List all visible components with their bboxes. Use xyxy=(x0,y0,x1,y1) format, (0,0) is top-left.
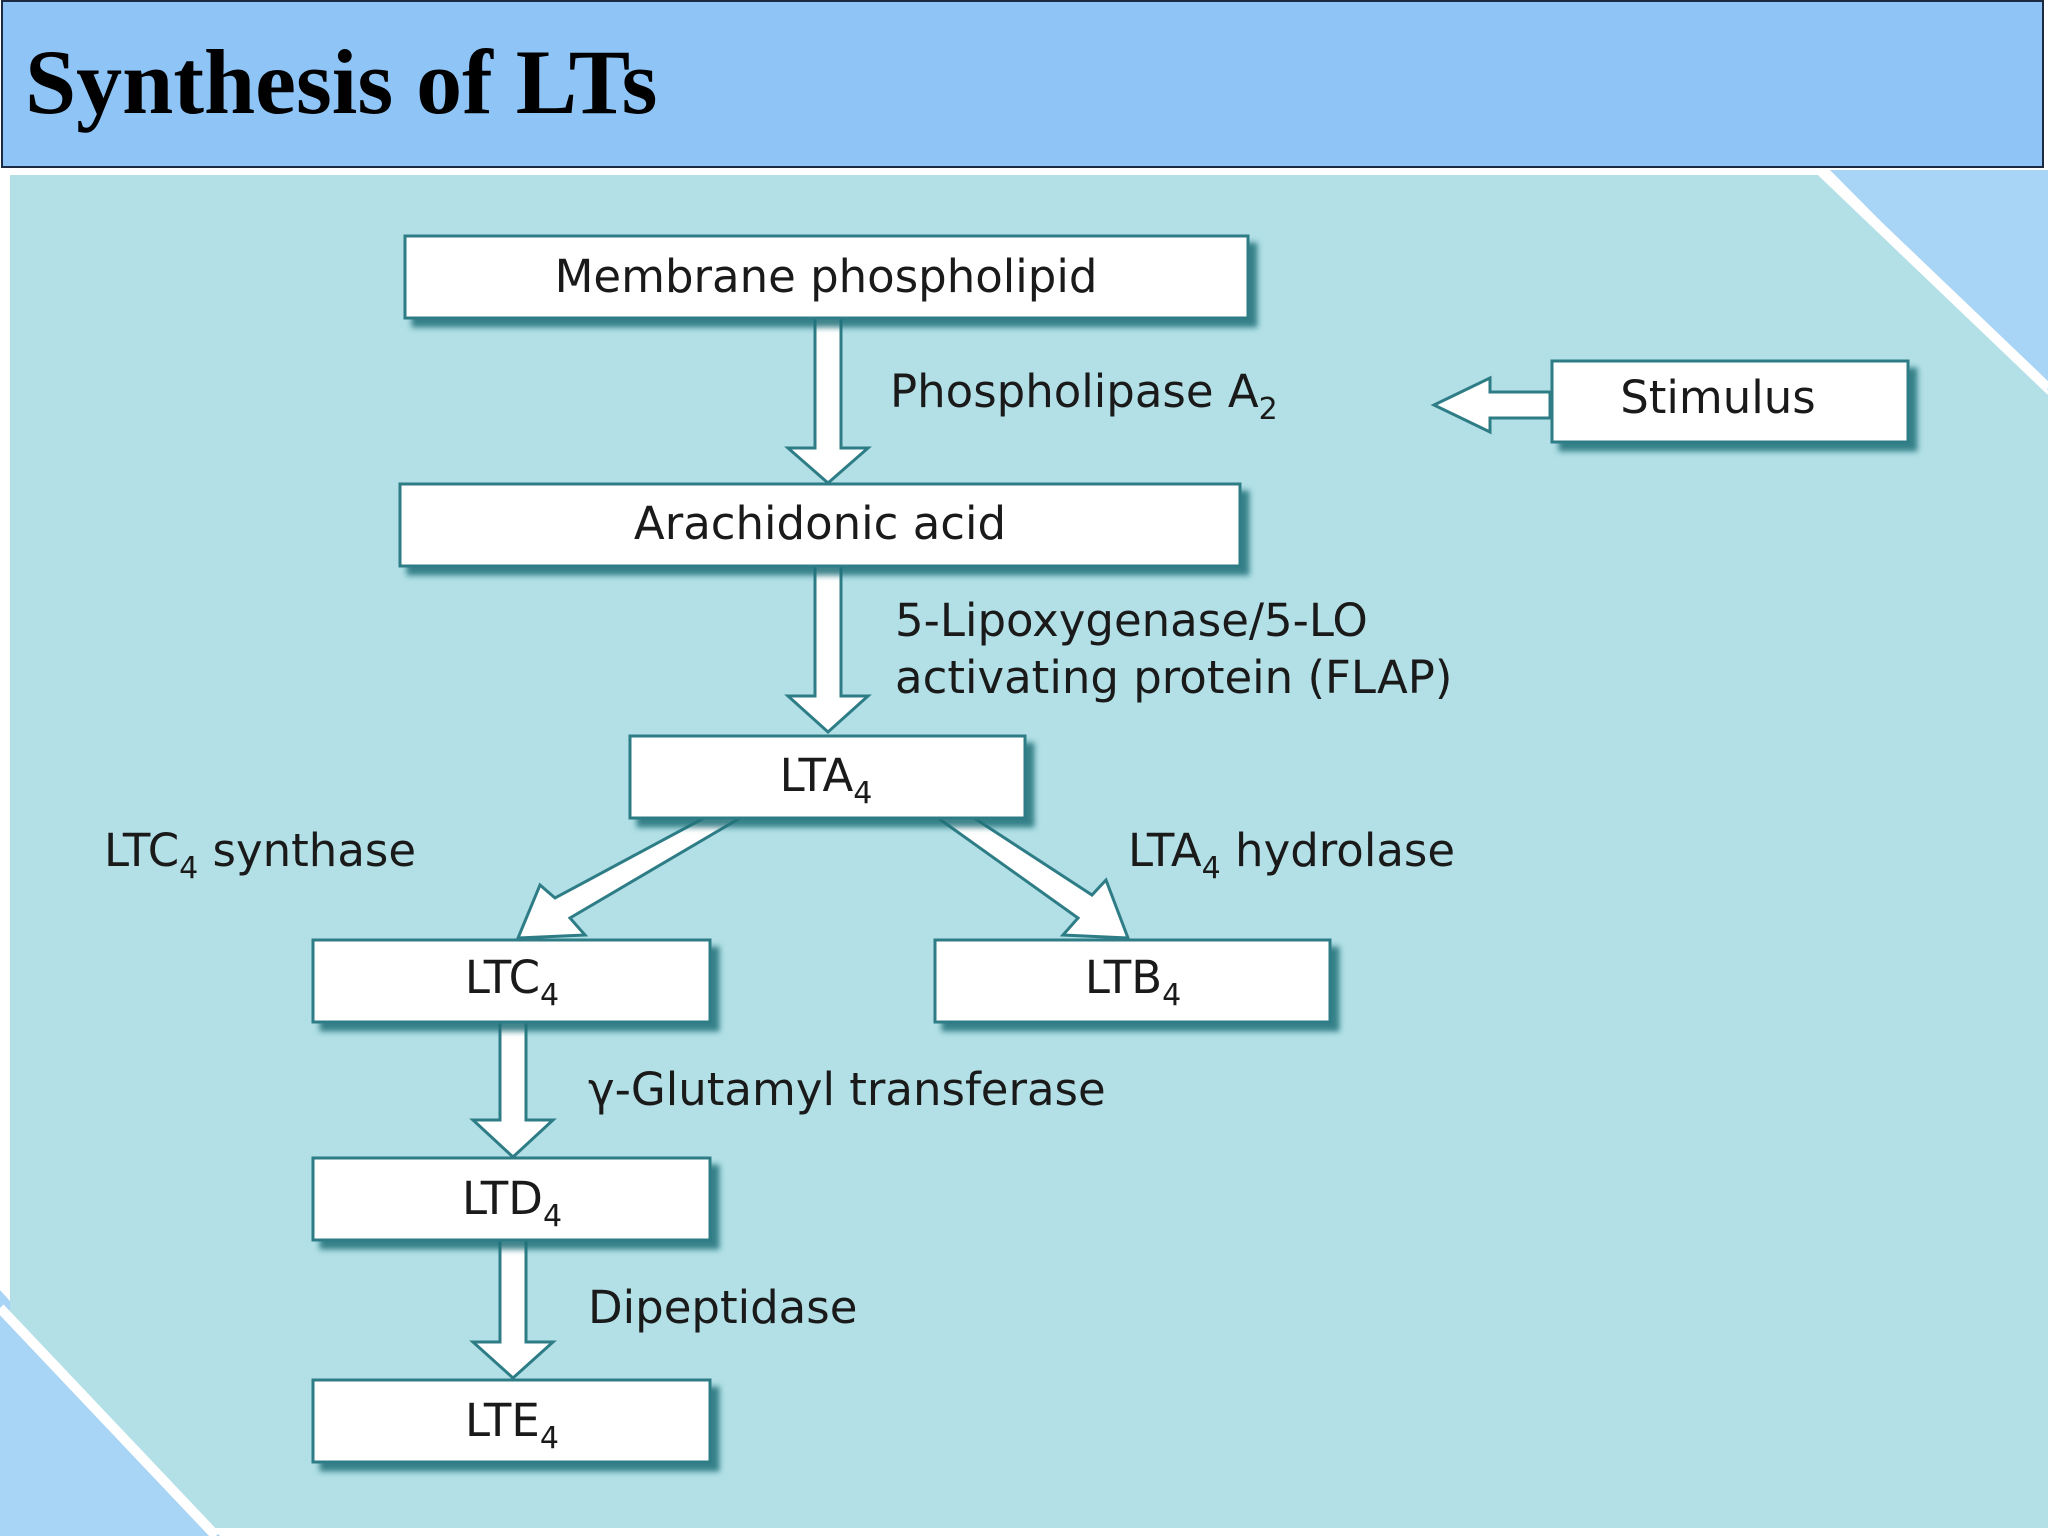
slide-title: Synthesis of LTs xyxy=(25,31,658,133)
node-ltd4-subscript: 4 xyxy=(543,1199,562,1234)
node-ltc4-subscript: 4 xyxy=(540,978,559,1013)
node-ltc4-label: LTC4 xyxy=(465,951,559,1013)
enzyme-lta4-hydrolase-subscript: 4 xyxy=(1202,851,1221,886)
arrow-ltd4-to-lte4 xyxy=(469,1238,557,1381)
enzyme-phospholipase-a2-subscript: 2 xyxy=(1259,392,1278,427)
node-ltd4-box xyxy=(311,1156,712,1242)
node-ltc4-base: LTC xyxy=(465,951,540,1004)
node-ltb4-label: LTB4 xyxy=(1085,951,1181,1013)
node-stimulus-box xyxy=(1550,359,1910,444)
title-bar: Synthesis of LTs xyxy=(1,0,2044,168)
enzyme-5-lipoxygenase-line1: 5-Lipoxygenase/5-LO xyxy=(895,594,1368,647)
panel-edge-bottom-left xyxy=(0,1304,220,1536)
node-lta4-box xyxy=(628,734,1027,820)
enzyme-lta4-hydrolase-rest: hydrolase xyxy=(1221,824,1455,877)
node-lte4-base: LTE xyxy=(465,1394,540,1447)
enzyme-ltc4-synthase-label: LTC4 synthase xyxy=(104,824,416,886)
node-membrane-phospholipid-label: Membrane phospholipid xyxy=(555,250,1098,303)
node-ltb4-subscript: 4 xyxy=(1162,978,1181,1013)
panel-edge-top-right xyxy=(1818,168,2048,392)
node-membrane-phospholipid-box xyxy=(403,234,1250,320)
node-lte4-label: LTE4 xyxy=(465,1394,559,1456)
arrow-stimulus-to-pla2 xyxy=(1430,375,1552,435)
arrow-lta4-to-ltc4 xyxy=(515,816,746,940)
enzyme-ltc4-synthase-base: LTC xyxy=(104,824,179,877)
arrow-membrane-to-arachidonic xyxy=(784,316,872,485)
enzyme-lta4-hydrolase-base: LTA xyxy=(1128,824,1202,877)
node-lta4-base: LTA xyxy=(780,749,854,802)
node-ltd4-label: LTD4 xyxy=(462,1172,562,1234)
arrow-ltc4-to-ltd4 xyxy=(469,1020,557,1160)
node-ltd4-base: LTD xyxy=(462,1172,543,1225)
enzyme-phospholipase-a2-base: Phospholipase A xyxy=(890,365,1259,418)
enzyme-lta4-hydrolase-label: LTA4 hydrolase xyxy=(1128,824,1455,886)
arrow-arachidonic-to-lta4 xyxy=(784,564,872,735)
enzyme-ltc4-synthase-rest: synthase xyxy=(198,824,416,877)
node-lta4-label: LTA4 xyxy=(780,749,873,811)
node-lta4-subscript: 4 xyxy=(853,776,872,811)
arrow-lta4-to-ltb4 xyxy=(933,816,1131,940)
node-lte4-box xyxy=(311,1378,712,1464)
enzyme-5-lipoxygenase-line2: activating protein (FLAP) xyxy=(895,651,1453,704)
node-ltc4-box xyxy=(311,938,712,1024)
node-ltb4-base: LTB xyxy=(1085,951,1162,1004)
enzyme-dipeptidase-label: Dipeptidase xyxy=(588,1281,857,1334)
node-arachidonic-acid-label: Arachidonic acid xyxy=(634,497,1006,550)
enzyme-ltc4-synthase-subscript: 4 xyxy=(179,851,198,886)
node-arachidonic-acid-box xyxy=(398,482,1242,568)
enzyme-phospholipase-a2-label: Phospholipase A2 xyxy=(890,365,1278,427)
node-stimulus-label: Stimulus xyxy=(1620,371,1816,424)
node-lte4-subscript: 4 xyxy=(540,1421,559,1456)
node-ltb4-box xyxy=(933,938,1332,1024)
enzyme-gamma-glutamyl-transferase-label: γ-Glutamyl transferase xyxy=(588,1063,1106,1116)
